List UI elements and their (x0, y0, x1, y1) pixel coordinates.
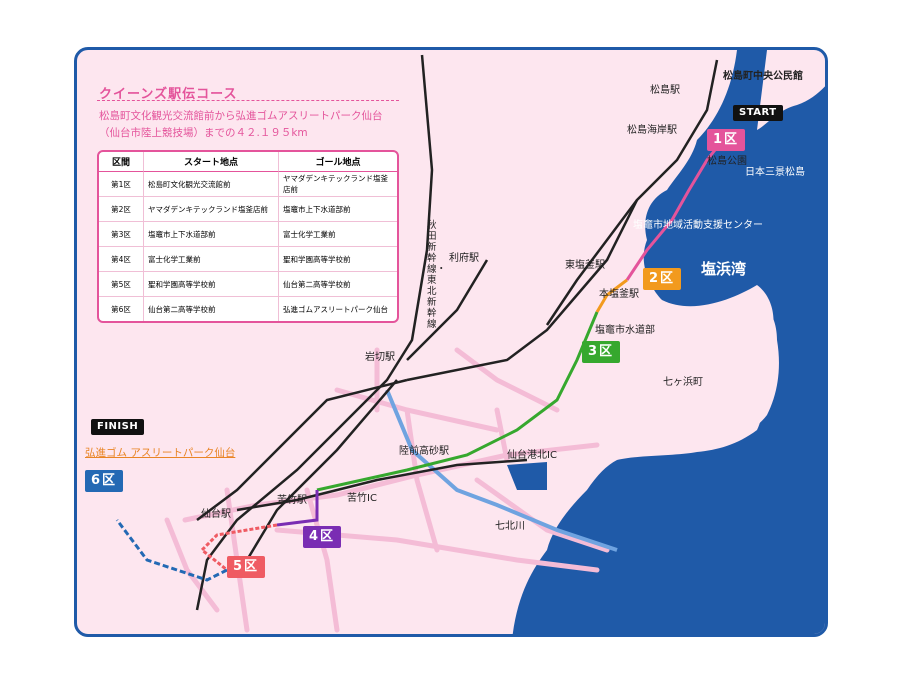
course-map[interactable]: クイーンズ駅伝コース 松島町文化観光交流館前から弘進ゴムアスリートパーク仙台 （… (74, 47, 828, 637)
course-leg-6 (115, 519, 228, 582)
table-row: 第3区塩竈市上下水道部前富士化学工業前 (99, 222, 397, 247)
start-cell: 仙台第二高等学校前 (144, 297, 279, 321)
course-description-line: 松島町文化観光交流館前から弘進ゴムアスリートパーク仙台 (99, 110, 383, 122)
leg-1-tag[interactable]: 1区 (707, 129, 746, 151)
label-shichigahama: 七ヶ浜町 (663, 377, 703, 388)
course-description-line: （仙台市陸上競技場）までの４２.１９５km (99, 127, 308, 139)
start-cell: 松島町文化観光交流館前 (144, 172, 279, 197)
label-shinkansen: 秋田新幹線・東北新幹線 (427, 220, 447, 330)
label-nihon-sankei: 日本三景松島 (745, 167, 805, 178)
leg-4-tag[interactable]: 4区 (303, 526, 342, 548)
railways (195, 54, 719, 611)
course-leg-4 (276, 490, 319, 527)
start-cell: ヤマダデンキテックランド塩釜店前 (144, 197, 279, 222)
label-sendai-station: 仙台駅 (201, 509, 231, 520)
leg-cell: 第3区 (99, 222, 144, 247)
label-iwakiri-station: 岩切駅 (365, 352, 395, 363)
leg-cell: 第5区 (99, 272, 144, 297)
label-matsushima-station: 松島駅 (650, 85, 680, 96)
label-shichikita-river: 七北川 (495, 521, 525, 532)
leg-cell: 第1区 (99, 172, 144, 197)
label-shiogama-bay: 塩浜湾 (701, 260, 747, 278)
leg-2-tag[interactable]: 2区 (643, 268, 682, 290)
start-cell: 富士化学工業前 (144, 247, 279, 272)
finish-marker[interactable]: FINISH (91, 419, 145, 435)
header-goal: ゴール地点 (279, 152, 397, 172)
label-nigatake-ic: 苦竹IC (347, 493, 377, 504)
title-divider (97, 100, 399, 101)
label-rifu-station: 利府駅 (449, 253, 479, 264)
course-leg-2 (595, 278, 628, 313)
goal-cell: 仙台第二高等学校前 (279, 272, 397, 297)
river-shichikita (385, 389, 618, 552)
label-sendaiko-kita-ic: 仙台港北IC (507, 450, 557, 461)
header-leg: 区間 (99, 152, 144, 172)
port (507, 462, 547, 490)
course-leg-5 (199, 523, 278, 572)
label-matsushima-kouminkan: 松島町中央公民館 (723, 71, 803, 82)
goal-cell: 弘進ゴムアスリートパーク仙台 (283, 304, 388, 314)
course-leg-3 (316, 311, 599, 492)
start-cell: 塩竈市上下水道部前 (144, 222, 279, 247)
label-finish-venue: 弘進ゴム アスリートパーク仙台 (85, 447, 236, 459)
table-row: 第1区松島町文化観光交流館前ヤマダデンキテックランド塩釜店前 (99, 172, 397, 197)
label-shiogama-suidobu: 塩竈市水道部 (595, 325, 655, 336)
leg-cell: 第4区 (99, 247, 144, 272)
leg-5-tag[interactable]: 5区 (227, 556, 266, 578)
table-row: 第6区仙台第二高等学校前弘進ゴムアスリートパーク仙台 (99, 297, 397, 321)
leg-3-tag[interactable]: 3区 (582, 341, 621, 363)
leg-table-header: 区間 スタート地点 ゴール地点 (99, 152, 397, 172)
header-start: スタート地点 (144, 152, 279, 172)
leg-cell: 第2区 (99, 197, 144, 222)
start-marker[interactable]: START (733, 105, 783, 121)
course-description: 松島町文化観光交流館前から弘進ゴムアスリートパーク仙台 （仙台市陸上競技場）まで… (99, 108, 383, 142)
label-nigatake-station: 苦竹駅 (277, 495, 307, 506)
label-matsushima-park: 松島公園 (707, 156, 747, 167)
leg-table: 区間 スタート地点 ゴール地点 第1区松島町文化観光交流館前ヤマダデンキテックラ… (97, 150, 399, 323)
label-hon-shiogama-station: 本塩釜駅 (599, 289, 639, 300)
goal-cell: 富士化学工業前 (279, 222, 397, 247)
leg-6-tag[interactable]: 6区 (85, 470, 124, 492)
sea-area (512, 50, 825, 634)
table-row: 第2区ヤマダデンキテックランド塩釜店前塩竈市上下水道部前 (99, 197, 397, 222)
label-matsushima-kaigan-station: 松島海岸駅 (627, 125, 677, 136)
course-leg-1 (625, 134, 729, 281)
shichigahama-land (635, 295, 779, 450)
label-shiogama-center: 塩竈市地域活動支援センター (633, 220, 763, 231)
table-row: 第5区聖和学園高等学校前仙台第二高等学校前 (99, 272, 397, 297)
goal-cell: 塩竈市上下水道部前 (279, 197, 397, 222)
label-rikuzen-takasago-station: 陸前高砂駅 (399, 446, 449, 457)
goal-cell: ヤマダデンキテックランド塩釜店前 (279, 172, 397, 197)
leg-cell: 第6区 (99, 297, 144, 321)
label-higashi-shiogama-station: 東塩釜駅 (565, 260, 605, 271)
map-canvas (115, 50, 825, 634)
course-title: クイーンズ駅伝コース (99, 87, 238, 102)
start-cell: 聖和学園高等学校前 (144, 272, 279, 297)
table-row: 第4区富士化学工業前聖和学園高等学校前 (99, 247, 397, 272)
goal-cell: 聖和学園高等学校前 (279, 247, 397, 272)
